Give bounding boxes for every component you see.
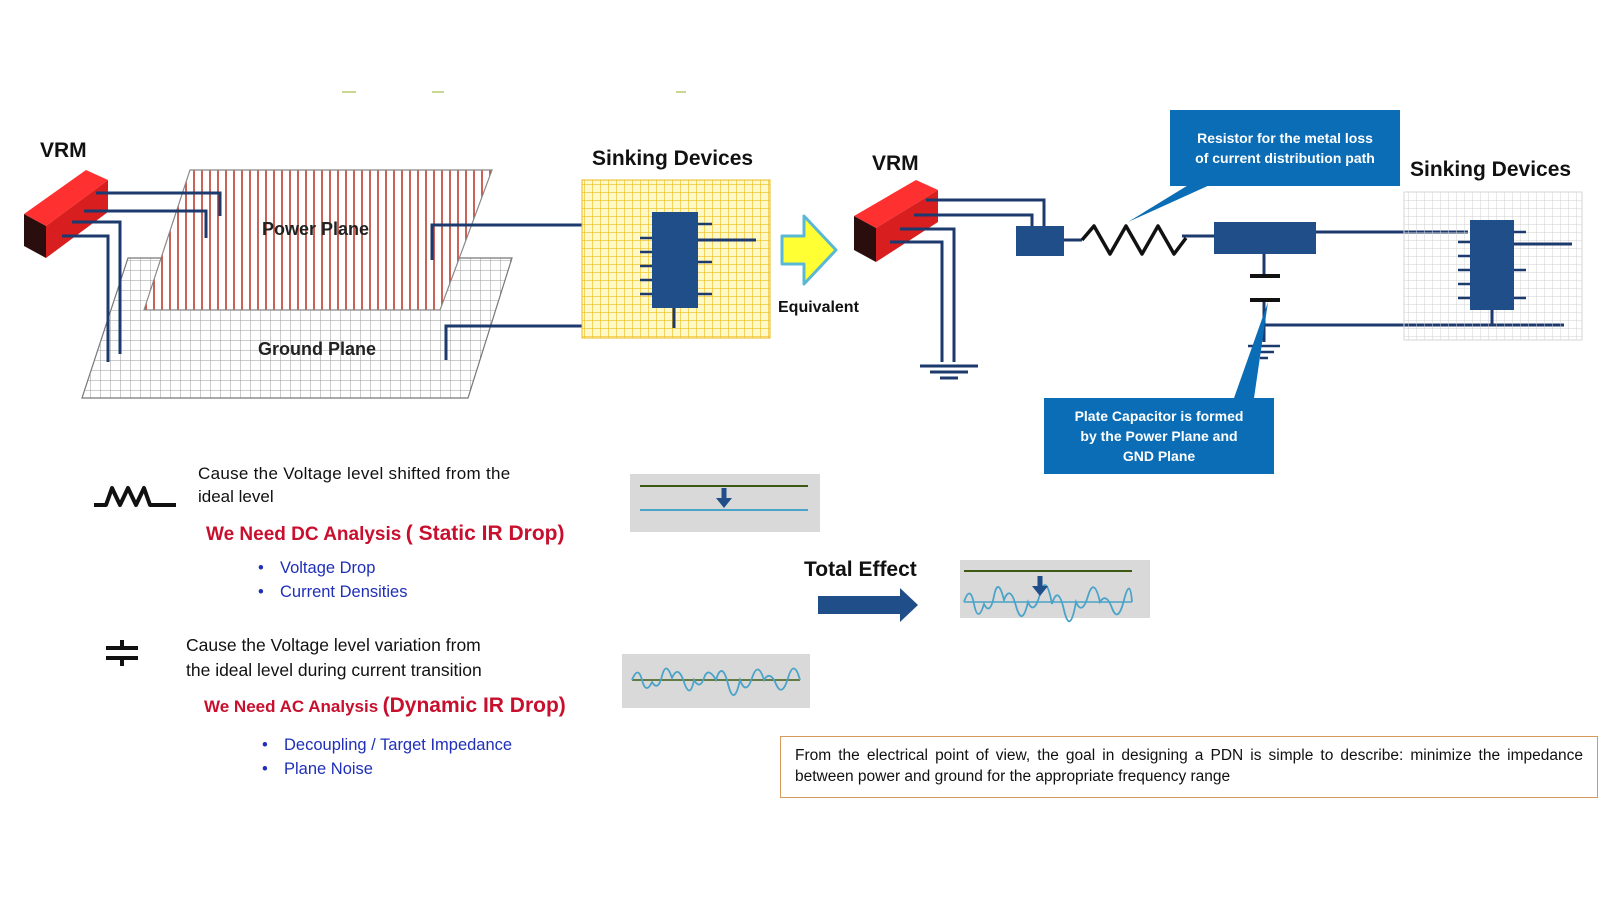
dc-analysis-suffix: ( Static IR Drop) xyxy=(405,522,565,545)
ac-bullet-list: Decoupling / Target Impedance Plane Nois… xyxy=(262,733,512,781)
total-effect-waveform xyxy=(960,560,1150,622)
dc-analysis-prefix: We Need DC Analysis xyxy=(206,524,402,545)
resistor-callout: Resistor for the metal loss of current d… xyxy=(1170,110,1400,186)
vrm-label-right: VRM xyxy=(872,152,919,175)
list-item: Current Densities xyxy=(258,580,407,604)
list-item: Voltage Drop xyxy=(258,556,407,580)
list-item: Plane Noise xyxy=(262,757,512,781)
capacitor-callout-line-3: GND Plane xyxy=(1122,448,1196,464)
capacitor-callout-line-2: by the Power Plane and xyxy=(1080,428,1238,444)
capacitor-callout: Plate Capacitor is formed by the Power P… xyxy=(1044,398,1274,474)
dc-description-line-2: ideal level xyxy=(198,487,274,506)
ac-analysis-heading: We Need AC Analysis (Dynamic IR Drop) xyxy=(204,694,566,718)
ground-plane-label: Ground Plane xyxy=(258,339,377,359)
resistor-callout-line-1: Resistor for the metal loss xyxy=(1197,130,1373,146)
device-chip-right xyxy=(1458,220,1572,326)
equivalent-arrow xyxy=(780,214,838,286)
resistor-symbol xyxy=(1080,224,1188,256)
ac-description-line-2: the ideal level during current transitio… xyxy=(186,660,482,680)
total-effect-label: Total Effect xyxy=(804,558,917,581)
dc-analysis-heading: We Need DC Analysis ( Static IR Drop) xyxy=(206,522,564,546)
pdn-goal-note: From the electrical point of view, the g… xyxy=(780,736,1598,798)
vrm-block-left xyxy=(24,170,108,258)
dc-description-line-1: Cause the Voltage level shifted from the xyxy=(198,464,511,483)
plane-block xyxy=(1214,222,1316,254)
capacitor-icon xyxy=(106,640,138,666)
power-plane-label: Power Plane xyxy=(262,219,370,239)
ac-analysis-suffix: (Dynamic IR Drop) xyxy=(382,694,566,717)
ac-description: Cause the Voltage level variation from t… xyxy=(186,633,586,683)
sinking-devices-label-right: Sinking Devices xyxy=(1410,158,1572,181)
dc-drop-waveform xyxy=(630,474,820,532)
power-plane xyxy=(143,169,493,311)
capacitor-symbol xyxy=(1250,274,1280,302)
dc-bullet-list: Voltage Drop Current Densities xyxy=(258,556,407,604)
sinking-devices-label-left: Sinking Devices xyxy=(592,147,754,170)
ac-noise-waveform xyxy=(622,654,810,708)
resistor-callout-line-2: of current distribution path xyxy=(1195,150,1375,166)
ac-description-line-1: Cause the Voltage level variation from xyxy=(186,635,481,655)
ac-analysis-prefix: We Need AC Analysis xyxy=(204,697,379,716)
ground-symbol-left xyxy=(920,364,978,380)
capacitor-callout-pointer xyxy=(1234,302,1268,398)
vrm-block-right xyxy=(854,180,938,262)
dc-description: Cause the Voltage level shifted from the… xyxy=(198,462,588,508)
vrm-label-left: VRM xyxy=(40,139,87,162)
device-chip-left xyxy=(640,212,756,328)
left-wires xyxy=(62,191,752,362)
list-item: Decoupling / Target Impedance xyxy=(262,733,512,757)
resistor-callout-pointer xyxy=(1128,184,1212,222)
right-wires xyxy=(890,198,1564,362)
resistor-icon xyxy=(94,486,176,507)
equivalent-label: Equivalent xyxy=(778,299,859,316)
node-block xyxy=(1016,226,1064,256)
capacitor-callout-line-1: Plate Capacitor is formed xyxy=(1074,408,1244,424)
total-effect-arrow xyxy=(818,588,918,622)
